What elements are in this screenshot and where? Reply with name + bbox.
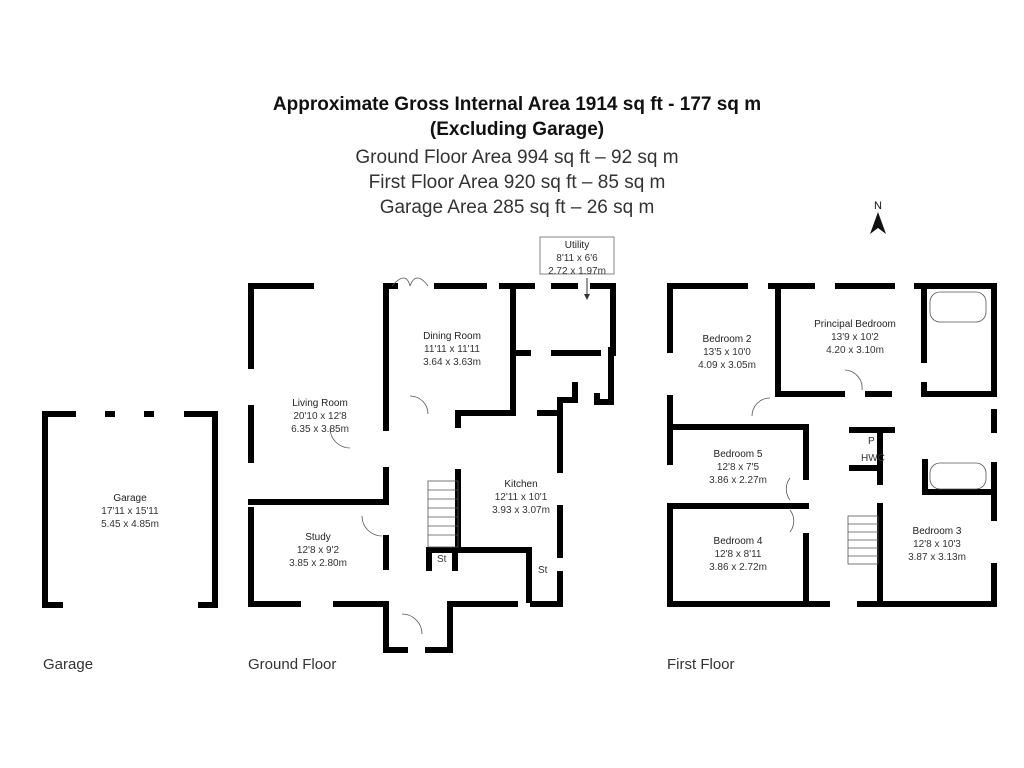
hot-water-cupboard-label: HWC [861,453,885,464]
north-label: N [874,200,882,212]
room-study: Study 12'8 x 9'2 3.85 x 2.80m [289,532,347,569]
garage-walls [42,411,218,608]
room-dining-room: Dining Room 11'11 x 11'11 3.64 x 3.63m [423,331,481,368]
room-bedroom-4: Bedroom 4 12'8 x 8'11 3.86 x 2.72m [709,536,767,573]
floor-label-garage: Garage [43,656,94,673]
excluding-garage-note: (Excluding Garage) [429,119,605,140]
room-kitchen: Kitchen 12'11 x 10'1 3.93 x 3.07m [492,479,550,516]
first-floor-walls [667,283,997,607]
room-utility: Utility 8'11 x 6'6 2.72 x 1.97m [548,240,606,277]
room-living-room: Living Room 20'10 x 12'8 6.35 x 3.85m [291,398,349,435]
ground-floor-area: Ground Floor Area 994 sq ft – 92 sq m [355,147,679,168]
gross-area-title: Approximate Gross Internal Area 1914 sq … [272,94,762,115]
store-label-hall: St [437,554,447,565]
store-label-kitchen: St [538,565,548,576]
room-bedroom-5: Bedroom 5 12'8 x 7'5 3.86 x 2.27m [709,449,767,486]
utility-label-box [539,236,615,275]
north-arrow-icon [870,212,886,234]
first-floor-area: First Floor Area 920 sq ft – 85 sq m [368,172,666,193]
floor-label-first: First Floor [667,656,735,673]
floor-label-ground: Ground Floor [248,656,337,673]
ground-floor-walls [248,283,616,653]
room-bedroom-3: Bedroom 3 12'8 x 10'3 3.87 x 3.13m [908,526,966,563]
compass: N [868,200,888,237]
room-bedroom-2: Bedroom 2 13'5 x 10'0 4.09 x 3.05m [698,334,756,371]
room-principal-bedroom: Principal Bedroom 13'9 x 10'2 4.20 x 3.1… [814,319,896,356]
room-garage: Garage 17'11 x 15'11 5.45 x 4.85m [101,493,159,530]
ground-stairs [427,480,459,548]
garage-area: Garage Area 285 sq ft – 26 sq m [379,197,655,218]
boiler-label: P [868,436,875,447]
